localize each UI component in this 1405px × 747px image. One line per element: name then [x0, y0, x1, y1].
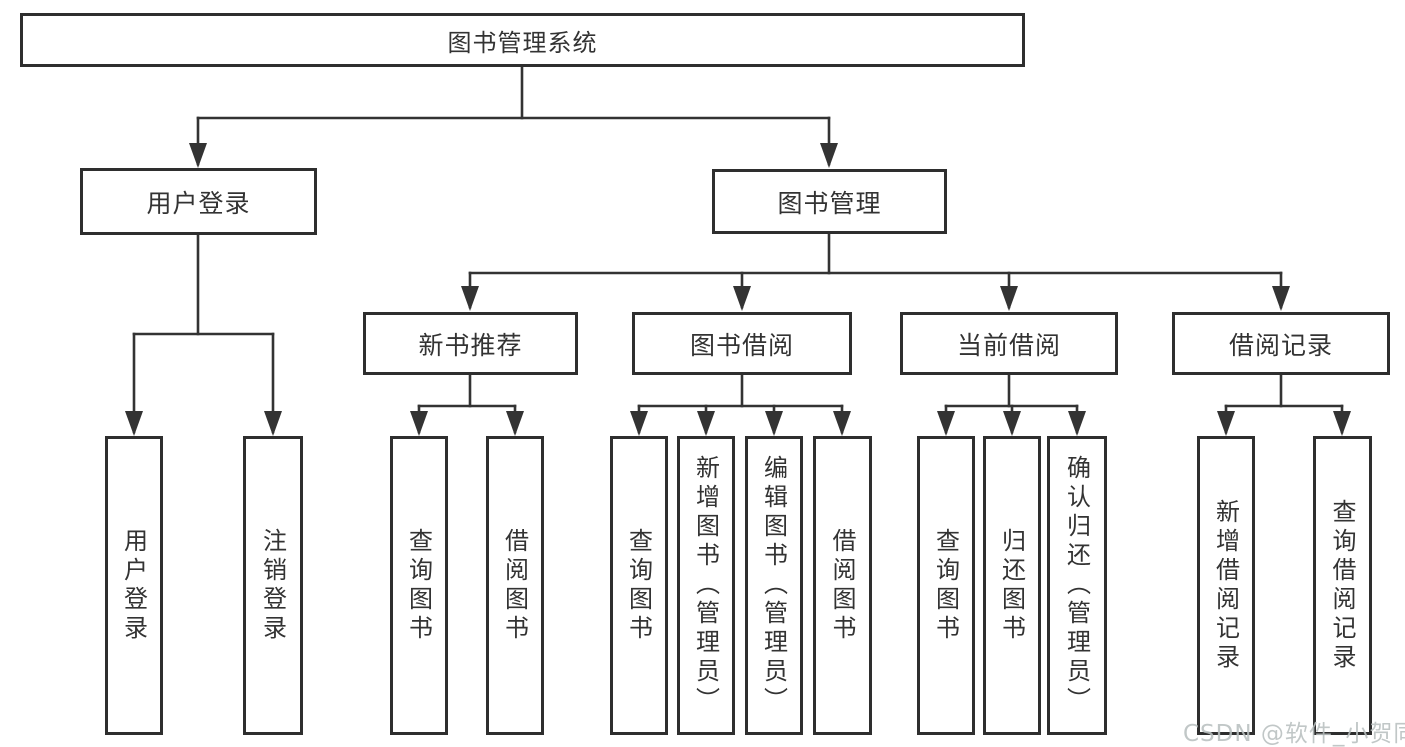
node-label: 用户登录	[146, 188, 251, 218]
node-label: 图书管理	[777, 188, 882, 218]
node-label: 查询借阅记录	[1328, 498, 1356, 673]
node-bb-query-books: 查询图书	[610, 436, 668, 735]
node-label: 图书管理系统	[447, 28, 598, 57]
node-label: 用户登录	[119, 527, 148, 644]
node-label: 图书借阅	[689, 330, 794, 360]
watermark: CSDN @软件_小贺同学	[1183, 721, 1405, 747]
node-current-borrowing: 当前借阅	[900, 312, 1118, 375]
node-label: 借阅记录	[1228, 330, 1333, 360]
node-label: 注销登录	[258, 527, 287, 644]
node-borrowing-records: 借阅记录	[1172, 312, 1390, 375]
node-label: 编辑图书（管理员）	[759, 455, 788, 716]
node-user-login-leaf: 用户登录	[105, 436, 163, 735]
node-label: 借阅图书	[500, 527, 529, 644]
node-cb-confirm-return-admin: 确认归还（管理员）	[1047, 436, 1107, 735]
node-nb-query-books: 查询图书	[390, 436, 448, 735]
node-br-add-record: 新增借阅记录	[1197, 436, 1255, 735]
node-br-query-record: 查询借阅记录	[1313, 436, 1372, 735]
node-library-system: 图书管理系统	[20, 13, 1025, 67]
node-bb-borrow-books: 借阅图书	[813, 436, 872, 735]
node-bb-edit-books-admin: 编辑图书（管理员）	[745, 436, 803, 735]
node-label: 查询图书	[404, 527, 433, 644]
node-label: 归还图书	[997, 527, 1026, 644]
node-user-login: 用户登录	[80, 168, 317, 235]
node-label: 借阅图书	[828, 527, 856, 644]
node-book-management: 图书管理	[712, 169, 947, 234]
node-label: 新增图书（管理员）	[691, 455, 720, 716]
node-nb-borrow-books: 借阅图书	[486, 436, 544, 735]
node-new-book-recommend: 新书推荐	[363, 312, 578, 375]
node-logout: 注销登录	[243, 436, 303, 735]
node-bb-add-books-admin: 新增图书（管理员）	[677, 436, 735, 735]
node-label: 新书推荐	[418, 330, 523, 360]
node-cb-query-books: 查询图书	[917, 436, 975, 735]
node-label: 查询图书	[931, 527, 960, 644]
node-book-borrowing: 图书借阅	[632, 312, 852, 375]
node-label: 确认归还（管理员）	[1062, 455, 1091, 716]
node-label: 查询图书	[624, 527, 653, 644]
node-label: 新增借阅记录	[1211, 498, 1240, 673]
node-label: 当前借阅	[956, 330, 1061, 360]
node-cb-return-books: 归还图书	[983, 436, 1041, 735]
